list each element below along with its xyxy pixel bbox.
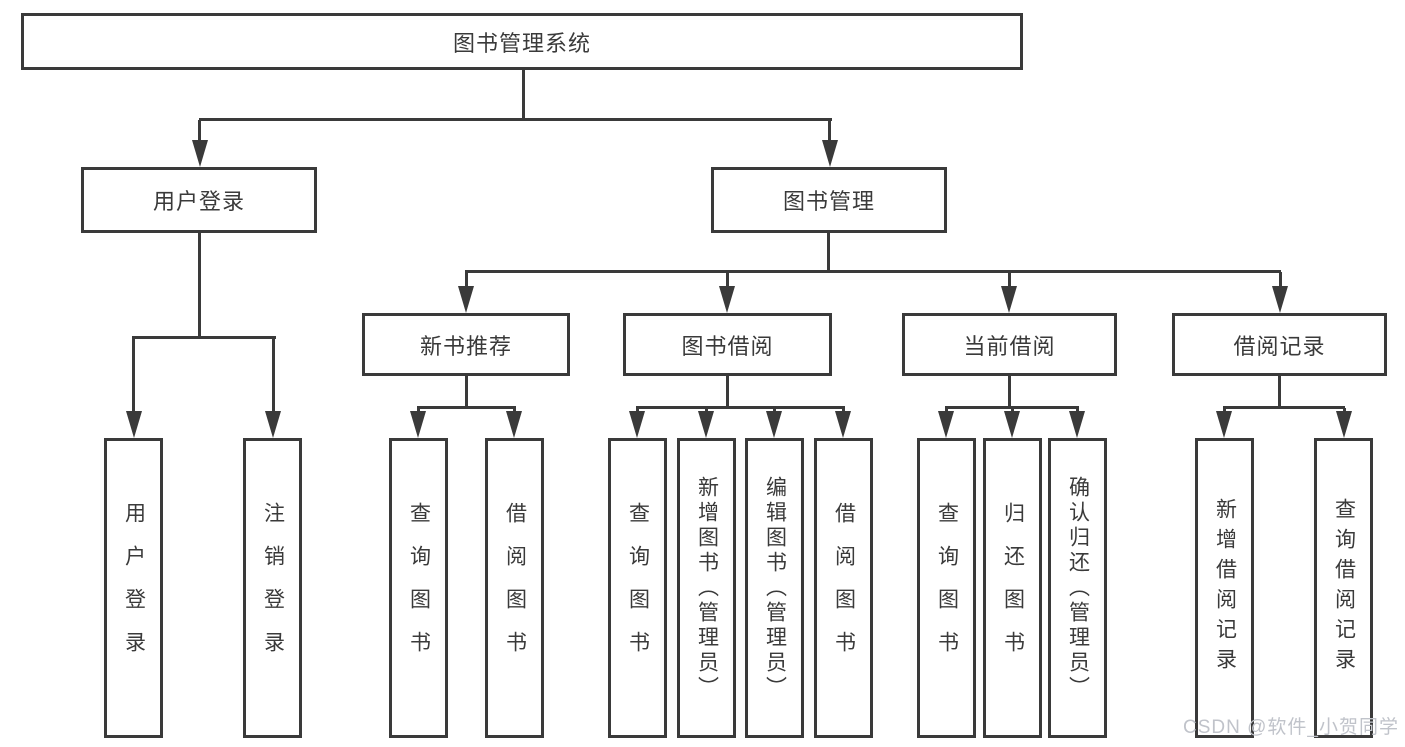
leaf-label: 新增借阅记录 — [1213, 498, 1237, 678]
node-library-system: 图书管理系统 — [21, 13, 1023, 70]
arrowhead-icon — [192, 140, 208, 167]
leaf-label: 借阅图书 — [503, 502, 527, 674]
connector-line — [522, 70, 525, 119]
leaf-borrow-book: 借阅图书 — [814, 438, 873, 738]
leaf-return-book: 归还图书 — [983, 438, 1042, 738]
node-borrow-records: 借阅记录 — [1172, 313, 1387, 376]
connector-line — [198, 120, 201, 141]
connector-line — [1223, 406, 1345, 409]
node-new-book-recommend: 新书推荐 — [362, 313, 570, 376]
connector-line — [272, 338, 275, 412]
node-label: 图书管理 — [782, 189, 875, 214]
connector-line — [636, 408, 639, 413]
leaf-add-book-admin: 新增图书（管理员） — [677, 438, 736, 738]
connector-line — [773, 408, 776, 413]
arrowhead-icon — [410, 411, 426, 438]
connector-line — [828, 120, 831, 141]
node-book-borrow: 图书借阅 — [623, 313, 832, 376]
connector-line — [1008, 272, 1011, 287]
connector-line — [465, 376, 468, 408]
arrowhead-icon — [458, 286, 474, 313]
watermark: CSDN @软件_小贺同学 — [1183, 717, 1399, 738]
connector-line — [513, 408, 516, 413]
leaf-label: 注销登录 — [261, 502, 285, 674]
connector-line — [1223, 408, 1226, 413]
leaf-confirm-return-admin: 确认归还（管理员） — [1048, 438, 1107, 738]
node-label: 图书管理系统 — [452, 30, 591, 56]
arrowhead-icon — [1004, 411, 1020, 438]
leaf-query-borrow-record: 查询借阅记录 — [1314, 438, 1373, 738]
leaf-label: 查询图书 — [407, 502, 431, 674]
leaf-label: 归还图书 — [1001, 502, 1025, 674]
arrowhead-icon — [1336, 411, 1352, 438]
connector-line — [1278, 376, 1281, 408]
connector-line — [842, 408, 845, 413]
leaf-query-book-recommend: 查询图书 — [389, 438, 448, 738]
node-label: 图书借阅 — [681, 333, 774, 359]
connector-line — [417, 406, 516, 409]
connector-line — [465, 272, 468, 287]
connector-line — [132, 336, 276, 339]
connector-line — [198, 232, 201, 338]
arrowhead-icon — [126, 411, 142, 438]
leaf-user-login: 用户登录 — [104, 438, 163, 738]
leaf-query-book-borrow: 查询图书 — [608, 438, 667, 738]
leaf-label: 查询图书 — [935, 502, 959, 674]
arrowhead-icon — [629, 411, 645, 438]
node-user-login: 用户登录 — [81, 167, 317, 233]
connector-line — [726, 272, 729, 287]
node-label: 用户登录 — [152, 189, 245, 214]
connector-line — [945, 406, 1079, 409]
leaf-label: 借阅图书 — [832, 502, 856, 674]
leaf-label: 确认归还（管理员） — [1066, 475, 1090, 701]
arrowhead-icon — [938, 411, 954, 438]
leaf-label: 查询借阅记录 — [1332, 498, 1356, 678]
connector-line — [1076, 408, 1079, 413]
connector-line — [945, 408, 948, 413]
node-label: 借阅记录 — [1233, 333, 1326, 359]
arrowhead-icon — [822, 140, 838, 167]
arrowhead-icon — [766, 411, 782, 438]
leaf-logout-login: 注销登录 — [243, 438, 302, 738]
connector-line — [705, 408, 708, 413]
connector-line — [636, 406, 845, 409]
connector-line — [132, 338, 135, 412]
leaf-label: 编辑图书（管理员） — [763, 475, 787, 701]
connector-line — [1279, 272, 1282, 287]
arrowhead-icon — [1216, 411, 1232, 438]
arrowhead-icon — [506, 411, 522, 438]
arrowhead-icon — [1001, 286, 1017, 313]
connector-line — [726, 376, 729, 408]
connector-line — [417, 408, 420, 413]
leaf-borrow-book-recommend: 借阅图书 — [485, 438, 544, 738]
connector-line — [1011, 408, 1014, 413]
connector-line — [827, 232, 830, 272]
connector-line — [1008, 376, 1011, 408]
arrowhead-icon — [698, 411, 714, 438]
leaf-label: 新增图书（管理员） — [695, 475, 719, 701]
leaf-query-book-current: 查询图书 — [917, 438, 976, 738]
node-book-management: 图书管理 — [711, 167, 947, 233]
node-current-borrow: 当前借阅 — [902, 313, 1117, 376]
leaf-label: 查询图书 — [626, 502, 650, 674]
leaf-label: 用户登录 — [122, 502, 146, 674]
arrowhead-icon — [1069, 411, 1085, 438]
connector-line — [1343, 408, 1346, 413]
connector-line — [199, 118, 832, 121]
arrowhead-icon — [835, 411, 851, 438]
leaf-edit-book-admin: 编辑图书（管理员） — [745, 438, 804, 738]
leaf-add-borrow-record: 新增借阅记录 — [1195, 438, 1254, 738]
arrowhead-icon — [719, 286, 735, 313]
arrowhead-icon — [265, 411, 281, 438]
node-label: 当前借阅 — [963, 333, 1056, 359]
connector-line — [465, 270, 1281, 273]
node-label: 新书推荐 — [419, 333, 512, 359]
arrowhead-icon — [1272, 286, 1288, 313]
